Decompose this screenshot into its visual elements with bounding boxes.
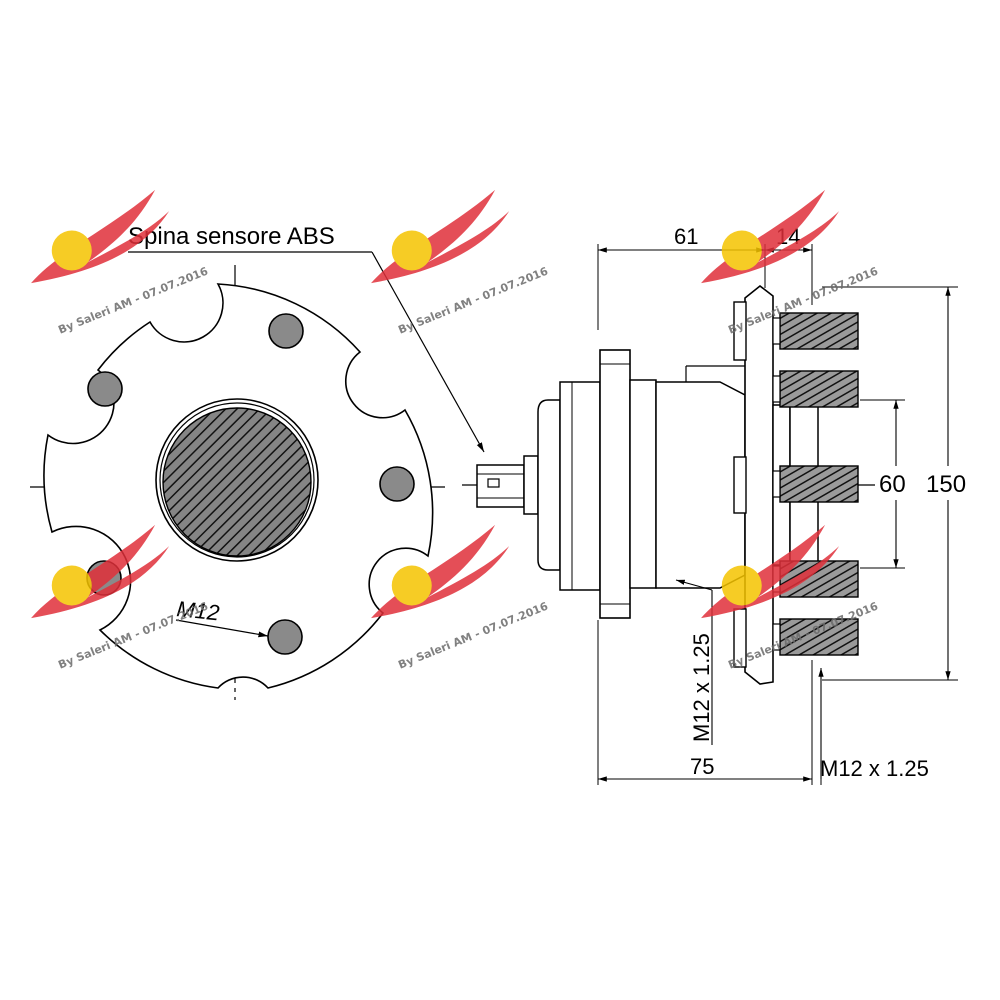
dim-60-label-bg — [876, 466, 916, 500]
stud-head-2 — [772, 375, 781, 403]
watermark-badge-icon — [391, 230, 432, 271]
hub-center-cap — [162, 407, 312, 557]
wheel-stud-5 — [779, 618, 859, 656]
bearing-thread-leader — [675, 579, 713, 591]
watermark-text: By Saleri AM - 07.07.2016 — [396, 264, 550, 336]
dim-150-label-bg — [926, 466, 974, 500]
abs-pin-label: Spina sensore ABS — [128, 223, 335, 250]
wheel-stud-2 — [779, 370, 859, 408]
watermark-badge-icon — [51, 565, 92, 606]
hub-face-view: M12 — [30, 265, 445, 700]
watermark-text: By Saleri AM - 07.07.2016 — [396, 599, 550, 671]
bolt-thread-leader — [175, 619, 269, 638]
watermark-stamp: By Saleri AM - 07.07.2016 — [31, 189, 210, 337]
wheel-stud-3 — [779, 465, 859, 503]
watermark-badge-icon — [721, 565, 762, 606]
wheel-flange — [744, 284, 774, 685]
wheel-stud-1 — [779, 312, 859, 350]
abs-pin-slot — [487, 478, 500, 488]
watermark-badge-icon — [721, 230, 762, 271]
stud-head-5 — [772, 623, 781, 651]
bearing-rear-body — [559, 381, 601, 591]
watermark-wing-icon — [371, 189, 510, 284]
abs-pin-body — [476, 464, 525, 508]
bolt-hole-3 — [379, 466, 415, 502]
bearing-thread-label: M12 x 1.25 — [689, 633, 714, 742]
watermark-badge-icon — [51, 230, 92, 271]
stud-head-3 — [772, 470, 781, 498]
flange-boss-top — [733, 301, 747, 361]
hub-side-view — [462, 284, 875, 685]
hub-pilot-inner-ring — [159, 402, 315, 558]
bolt-hole-5 — [267, 619, 303, 655]
dim-150-label: 150 — [926, 471, 966, 498]
stud-thread-label: M12 x 1.25 — [820, 756, 929, 781]
dimensions: 61 14 150 60 75 M12 x 1.25 M12 x 1.25 — [597, 224, 974, 785]
stud-head-1 — [772, 317, 781, 345]
dim-61-label: 61 — [674, 224, 698, 249]
bolt-hole-1 — [268, 313, 304, 349]
bearing-mounting-flange — [599, 349, 631, 619]
bearing-rear-cap — [537, 399, 561, 571]
bearing-front-body — [655, 381, 746, 589]
bolt-hole-2 — [87, 371, 123, 407]
dim-60-label: 60 — [879, 471, 906, 498]
watermark-wing-icon — [701, 189, 840, 284]
watermark-stamp: By Saleri AM - 07.07.2016 — [371, 189, 550, 337]
dim-75-label: 75 — [690, 754, 714, 779]
bearing-main-body — [629, 379, 657, 589]
abs-pin-collar — [523, 455, 539, 515]
abs-pin-leader — [371, 251, 485, 453]
watermark-badge-icon — [391, 565, 432, 606]
watermark-text: By Saleri AM - 07.07.2016 — [56, 264, 210, 336]
bolt-thread-label: M12 — [175, 596, 220, 625]
flange-boss-mid — [733, 456, 747, 514]
